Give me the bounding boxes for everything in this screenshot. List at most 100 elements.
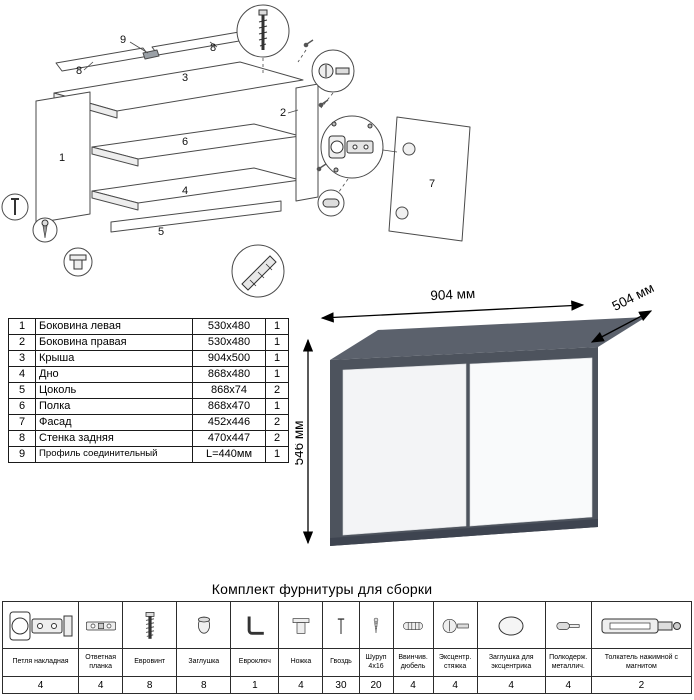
hardware-names-row: Петля накладная Ответная планка Евровинт…: [1, 648, 693, 677]
part-label-8b: 8: [210, 42, 216, 54]
hardware-kit-title: Комплект фурнитуры для сборки: [211, 581, 433, 597]
plinth-panel: [110, 200, 282, 233]
part-size: 904x500: [192, 350, 266, 367]
depth-dimension: 504 мм: [610, 285, 657, 314]
part-qty: 1: [265, 334, 289, 351]
cabinet-top-face: [330, 317, 646, 360]
part-size: 868x480: [192, 366, 266, 383]
hw-qty: 20: [358, 676, 394, 694]
cabinet-render: 904 мм 504 мм 546 мм: [291, 280, 694, 580]
part-qty: 2: [265, 382, 289, 399]
shelf-pin-icon: [556, 622, 580, 630]
callout-profile: [231, 244, 285, 298]
part-label-4: 4: [182, 185, 188, 197]
hw-qty: 8: [176, 676, 232, 694]
part-name: Боковина правая: [35, 334, 193, 351]
part-qty: 1: [265, 366, 289, 383]
callout-screw: [32, 217, 58, 243]
hw-name: Гвоздь: [322, 648, 360, 677]
hinge-icon: [9, 611, 73, 641]
cam-lock-icon: [442, 619, 469, 633]
screw-icon: [373, 617, 379, 634]
hw-qty: 4: [392, 676, 434, 694]
width-dimension: 904 мм: [430, 286, 476, 303]
callout-nail: [1, 193, 29, 221]
hw-qty: 4: [544, 676, 592, 694]
mounting-plate-icon: [85, 621, 116, 631]
part-name: Боковина левая: [35, 318, 193, 335]
dowel-icon: [403, 622, 423, 630]
push-latch-icon: [601, 618, 682, 634]
hw-name: Ответная планка: [78, 648, 124, 677]
callout-euro-screw: [236, 4, 290, 58]
hex-key-icon: [247, 616, 264, 635]
hw-name: Полкодерж. металлич.: [544, 648, 592, 677]
cam-cap-icon: [498, 616, 524, 636]
hw-qty: 30: [322, 676, 360, 694]
hw-name: Толкатель нажимной с магнитом: [590, 648, 693, 677]
part-qty: 1: [265, 446, 289, 463]
part-label-3: 3: [182, 72, 188, 84]
hw-name: Заглушка: [176, 648, 232, 677]
part-qty: 1: [265, 318, 289, 335]
back-panel-left: [55, 47, 150, 72]
hw-name: Петля накладная: [1, 648, 80, 677]
hw-qty: 8: [122, 676, 178, 694]
part-qty: 2: [265, 430, 289, 447]
cabinet-door-right: [469, 357, 593, 527]
hw-name: Ножка: [278, 648, 324, 677]
hardware-icons-row: [1, 601, 693, 649]
hinge-cup-bottom: [395, 206, 409, 220]
hw-qty: 4: [1, 676, 80, 694]
cabinet-bottom-shade: [330, 519, 598, 546]
part-number: 8: [8, 430, 36, 447]
euro-screw-icon: [145, 612, 155, 639]
hw-qty: 2: [590, 676, 693, 694]
part-label-1: 1: [59, 152, 65, 164]
part-size: L=440мм: [192, 446, 266, 463]
hw-name: Ввинчив. дюбель: [392, 648, 434, 677]
part-size: 868x74: [192, 382, 266, 399]
hw-name: Евроключ: [230, 648, 280, 677]
hardware-table: Петля накладная Ответная планка Евровинт…: [1, 601, 693, 694]
part-number: 9: [8, 446, 36, 463]
part-name: Стенка задняя: [35, 430, 193, 447]
back-panel-right: [151, 31, 246, 56]
part-name: Фасад: [35, 414, 193, 431]
part-qty: 1: [265, 350, 289, 367]
hw-name: Эксцентр. стяжка: [432, 648, 478, 677]
cap-icon: [197, 616, 210, 634]
part-size: 530x480: [192, 318, 266, 335]
part-size: 452x446: [192, 414, 266, 431]
foot-icon: [292, 618, 310, 634]
hw-name: Евровинт: [122, 648, 178, 677]
depth-arrow: [590, 310, 653, 343]
part-label-6: 6: [182, 136, 188, 148]
part-number: 3: [8, 350, 36, 367]
hw-qty: 4: [278, 676, 324, 694]
width-arrow: [320, 300, 585, 323]
callout-cam-lock: [311, 49, 355, 93]
part-number: 1: [8, 318, 36, 335]
shelf-panel: [91, 123, 301, 160]
part-name: Крыша: [35, 350, 193, 367]
part-number: 2: [8, 334, 36, 351]
part-qty: 1: [265, 398, 289, 415]
hw-qty: 4: [78, 676, 124, 694]
part-name: Цоколь: [35, 382, 193, 399]
callout-dowel: [317, 189, 345, 217]
part-number: 6: [8, 398, 36, 415]
part-number: 7: [8, 414, 36, 431]
part-name: Дно: [35, 366, 193, 383]
